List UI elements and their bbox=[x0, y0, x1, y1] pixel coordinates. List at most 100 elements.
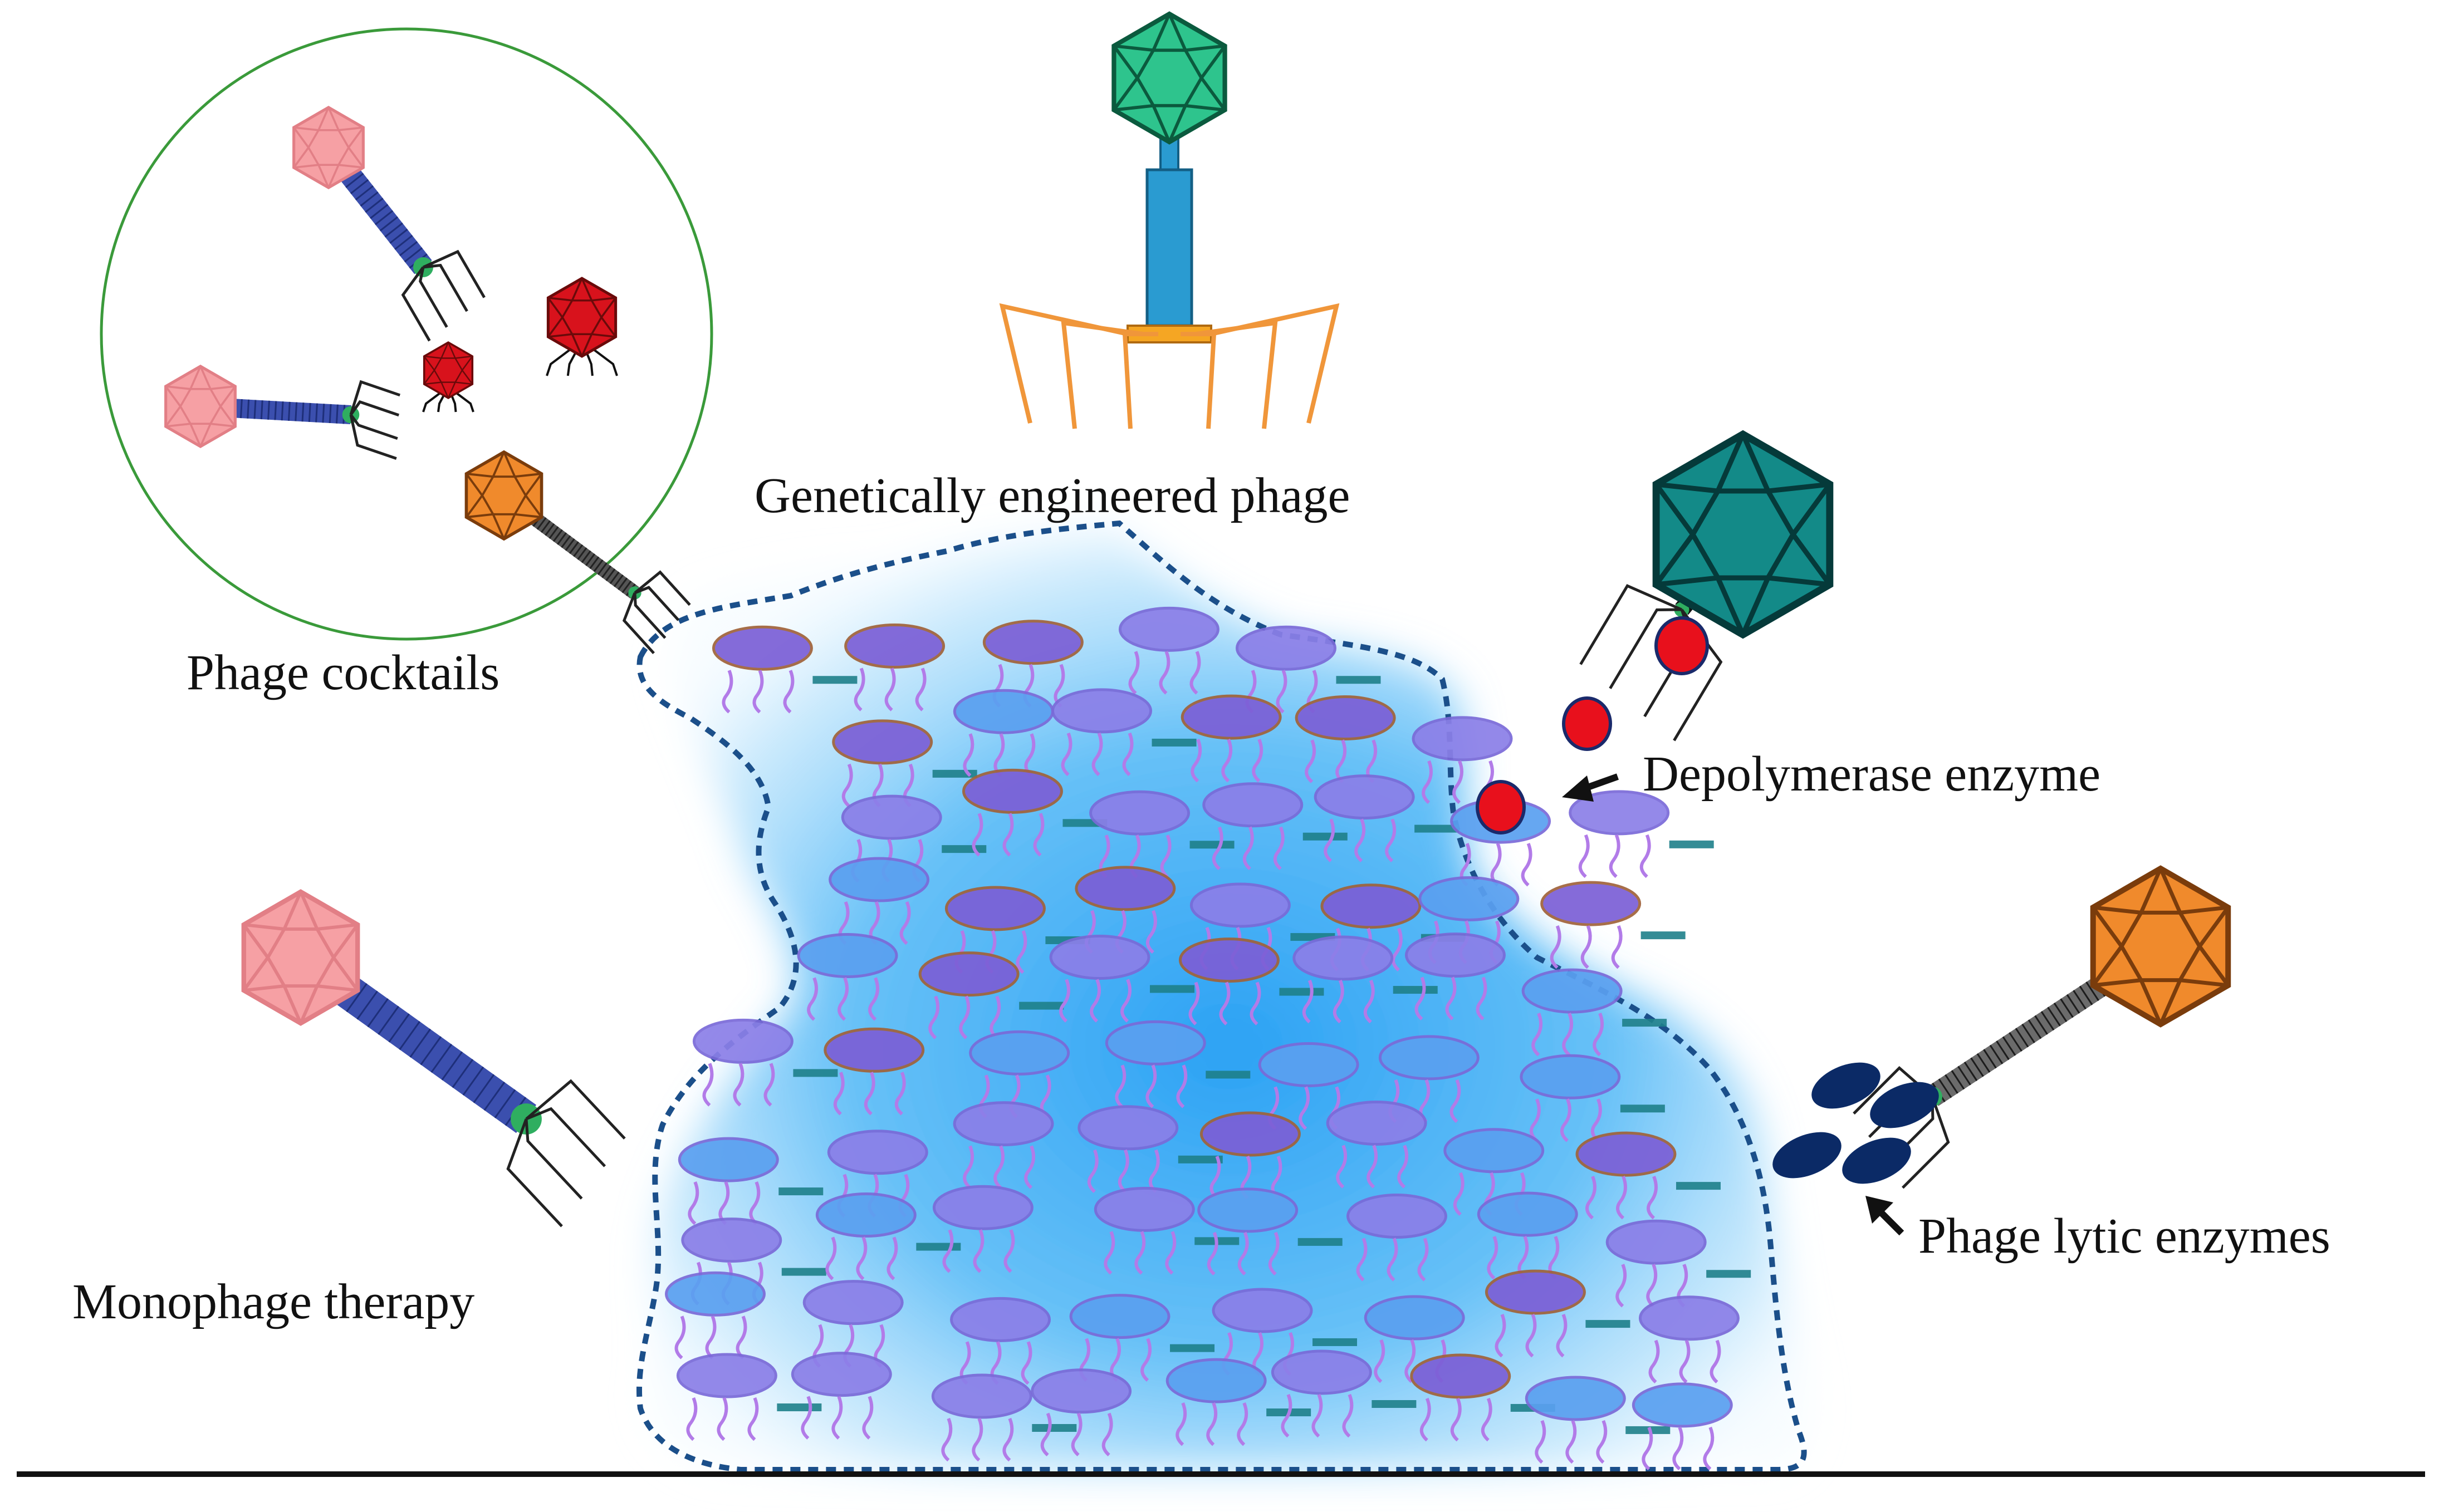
tail-fiber bbox=[1181, 332, 1217, 429]
bacterium bbox=[1485, 1269, 1586, 1315]
tail-ring bbox=[441, 1051, 463, 1081]
tail-ring bbox=[452, 1059, 474, 1088]
bacterium bbox=[1326, 1100, 1427, 1146]
flagellum bbox=[1087, 1149, 1099, 1194]
bacterium bbox=[1477, 1191, 1578, 1237]
bacterium bbox=[802, 1280, 904, 1326]
bacterium bbox=[1051, 688, 1153, 734]
bacterium bbox=[665, 1271, 766, 1317]
capsid-edge bbox=[600, 316, 617, 338]
tail-ring bbox=[329, 404, 332, 424]
tail-ring bbox=[374, 210, 394, 225]
capsid-edge bbox=[293, 126, 319, 131]
capsid-edge bbox=[243, 923, 285, 931]
flagellum bbox=[1560, 1098, 1571, 1142]
capsid-edge bbox=[600, 297, 617, 318]
tail-ring bbox=[388, 1013, 410, 1043]
matrix-fragment bbox=[1189, 841, 1235, 849]
depolymerase-phage bbox=[1579, 430, 1834, 742]
flagellum bbox=[1404, 1339, 1416, 1383]
tail-ring bbox=[281, 401, 284, 421]
tail-ring bbox=[1938, 1078, 1952, 1098]
tail-ring bbox=[1951, 1070, 1965, 1090]
bacterium bbox=[1212, 1288, 1313, 1333]
bacterium bbox=[829, 857, 930, 902]
capsid-edge bbox=[1767, 482, 1830, 494]
depolymerase-enzyme-attached bbox=[1654, 616, 1709, 675]
flagellum bbox=[1525, 1313, 1537, 1358]
capsid-edge bbox=[299, 891, 319, 930]
tail-fiber bbox=[1061, 320, 1144, 429]
flagellum bbox=[1562, 1013, 1574, 1057]
capsid-edge bbox=[466, 513, 493, 518]
matrix-fragment bbox=[1706, 1270, 1751, 1278]
flagellum bbox=[733, 1063, 745, 1107]
flagellum bbox=[1071, 1412, 1083, 1457]
capsid-edge bbox=[1654, 533, 1695, 586]
flagellum bbox=[1487, 1235, 1498, 1280]
flagellum bbox=[1648, 1339, 1660, 1384]
lytic-enzyme-phage bbox=[1853, 865, 2231, 1189]
flagellum bbox=[1160, 834, 1172, 878]
capsid-edge bbox=[1791, 533, 1832, 586]
flagellum bbox=[1452, 760, 1463, 804]
flagellum bbox=[1016, 930, 1027, 974]
tail-ring bbox=[420, 1036, 442, 1066]
capsid-edge bbox=[199, 423, 212, 447]
flagellum bbox=[1535, 1420, 1546, 1464]
flagellum bbox=[1333, 979, 1344, 1024]
flagellum bbox=[1356, 1238, 1368, 1282]
lytic-enzymes bbox=[1772, 1062, 1939, 1184]
capsid-edge bbox=[515, 513, 542, 518]
capsid-edge bbox=[466, 473, 493, 478]
tail-ring bbox=[548, 526, 559, 539]
capsid-edge bbox=[1152, 105, 1171, 143]
depolymerase-enzyme-2 bbox=[1476, 780, 1526, 834]
capsid-edge bbox=[547, 297, 564, 318]
tail-ring bbox=[494, 1089, 516, 1118]
tail-ring bbox=[370, 204, 389, 219]
tail-fiber bbox=[1211, 303, 1340, 424]
capsid-edge bbox=[455, 355, 473, 359]
tail-ring bbox=[2027, 1019, 2042, 1039]
flagellum bbox=[894, 1072, 906, 1116]
bacterium bbox=[815, 1192, 917, 1238]
depolymerase-enzyme-1 bbox=[1562, 696, 1612, 751]
flagellum bbox=[973, 1229, 985, 1273]
bacterium bbox=[1202, 782, 1304, 828]
tail-ring bbox=[1983, 1049, 1997, 1069]
capsid-edge bbox=[1200, 77, 1226, 111]
flagellum bbox=[747, 1397, 759, 1441]
tail-fiber bbox=[1609, 608, 1682, 689]
capsid-edge bbox=[423, 356, 435, 371]
tail-ring bbox=[1945, 1074, 1958, 1094]
bacterium bbox=[1404, 932, 1506, 978]
tail-fiber bbox=[1579, 584, 1683, 665]
bacterium bbox=[1049, 934, 1150, 980]
flagellum bbox=[854, 667, 865, 711]
flagellum bbox=[1148, 1149, 1160, 1194]
bacterium bbox=[1271, 1349, 1372, 1395]
flagellum bbox=[1273, 826, 1285, 870]
flagellum bbox=[941, 1417, 953, 1462]
bacterium bbox=[1031, 1368, 1132, 1414]
bacterium bbox=[1410, 1353, 1511, 1399]
matrix-fragment bbox=[812, 676, 858, 684]
bacterium bbox=[1235, 625, 1336, 671]
bacterium bbox=[678, 1137, 779, 1182]
capsid-edge bbox=[2198, 945, 2230, 987]
flagellum bbox=[1237, 1231, 1249, 1276]
bacterium bbox=[1314, 774, 1415, 820]
capsid-edge bbox=[547, 316, 564, 338]
flagellum bbox=[1209, 1155, 1221, 1200]
capsid-edge bbox=[293, 126, 310, 149]
flagellum bbox=[1450, 1397, 1462, 1442]
matrix-fragment bbox=[1150, 985, 1195, 993]
capsid-edge bbox=[317, 984, 358, 992]
flagellum bbox=[1090, 979, 1101, 1023]
tail-ring bbox=[430, 1043, 453, 1073]
lytic-enzyme-1 bbox=[1811, 1062, 1880, 1109]
monophage-phage bbox=[241, 889, 626, 1228]
flagellum bbox=[868, 977, 880, 1021]
matrix-fragment bbox=[1312, 1338, 1358, 1346]
